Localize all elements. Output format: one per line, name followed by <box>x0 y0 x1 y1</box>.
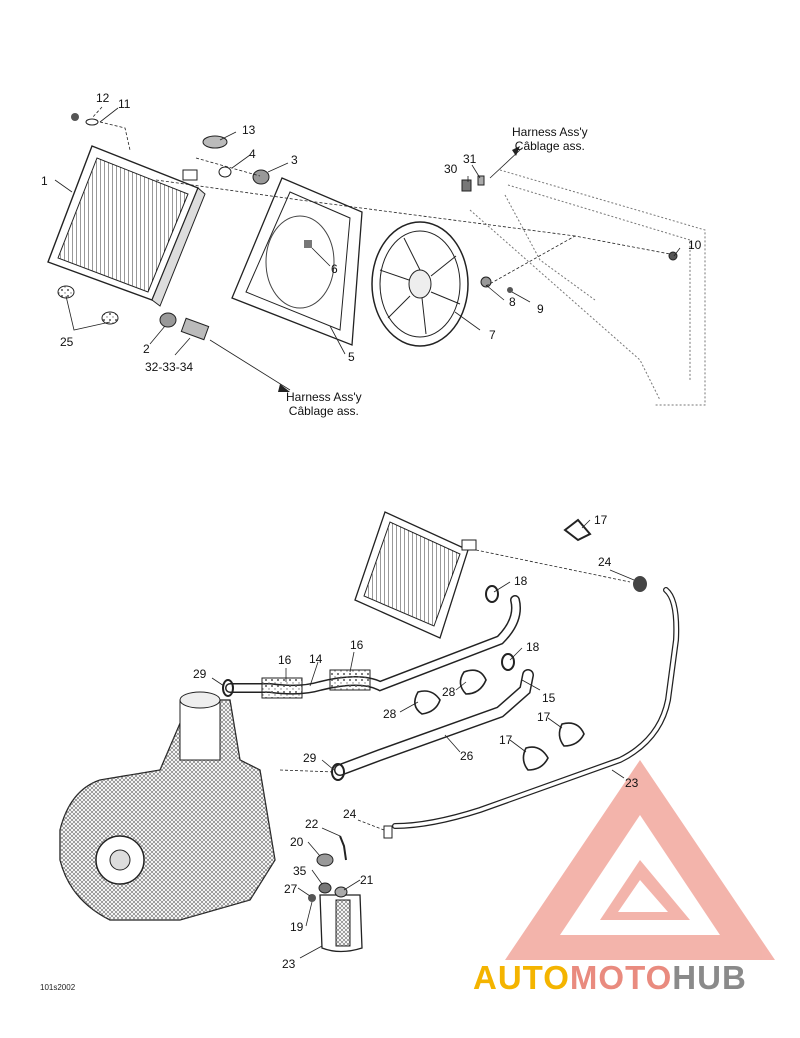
callout-11: 11 <box>118 97 131 111</box>
callout-13: 13 <box>242 123 256 137</box>
harness-note-top-fr: Câblage ass. <box>514 139 585 153</box>
harness-note-top: Harness Ass'y Câblage ass. <box>512 125 588 153</box>
watermark-hub: HUB <box>672 959 747 996</box>
callout-4: 4 <box>249 147 256 161</box>
clamp-24-top <box>633 576 647 592</box>
callout-10: 10 <box>688 238 702 252</box>
connector-30-31 <box>461 175 485 192</box>
callout-15: 15 <box>542 691 556 705</box>
callout-18-lower: 18 <box>526 640 540 654</box>
radiator <box>47 145 206 307</box>
harness-note-bottom-fr: Câblage ass. <box>288 404 359 418</box>
harness-note-bottom: Harness Ass'y Câblage ass. <box>286 390 362 418</box>
coolant-hoses <box>225 595 534 776</box>
callout-26: 26 <box>460 749 474 763</box>
callout-17-right: 17 <box>537 710 551 724</box>
sensor-2 <box>159 312 210 341</box>
callout-24-lower: 24 <box>343 807 357 821</box>
callout-16-right: 16 <box>350 638 364 652</box>
callout-28-right: 28 <box>442 685 456 699</box>
fastener-12-11 <box>71 113 99 126</box>
radiator-bottom <box>354 511 477 639</box>
harness-note-bottom-en: Harness Ass'y <box>286 390 362 404</box>
callout-27: 27 <box>284 882 298 896</box>
callout-30: 30 <box>444 162 458 176</box>
harness-arrows <box>278 146 520 392</box>
callout-29-lower: 29 <box>303 751 317 765</box>
callout-25: 25 <box>60 335 74 349</box>
gaskets-28-17 <box>414 669 585 771</box>
bushings-3-4 <box>218 166 270 185</box>
callout-23-tank: 23 <box>282 957 296 971</box>
callout-14: 14 <box>309 652 323 666</box>
callout-24-top: 24 <box>598 555 612 569</box>
drawing-code: 101s2002 <box>40 983 76 992</box>
callout-6: 6 <box>331 262 338 276</box>
callout-12: 12 <box>96 91 110 105</box>
callout-9: 9 <box>537 302 544 316</box>
clamps-18-29 <box>222 585 515 781</box>
bottom-leader-lines <box>211 519 635 959</box>
callout-2: 2 <box>143 342 150 356</box>
watermark-auto: AUTO <box>473 959 570 996</box>
fan-7 <box>371 221 469 347</box>
fan-shroud-5 <box>231 177 363 346</box>
callout-29-upper: 29 <box>193 667 207 681</box>
callout-32-33-34: 32-33-34 <box>145 360 194 374</box>
callout-19: 19 <box>290 920 304 934</box>
callout-22: 22 <box>305 817 319 831</box>
callout-1: 1 <box>41 174 48 188</box>
callout-16-left: 16 <box>278 653 292 667</box>
watermark-logo <box>505 760 775 960</box>
callout-8: 8 <box>509 295 516 309</box>
harness-note-top-en: Harness Ass'y <box>512 125 588 139</box>
callout-17-left: 17 <box>499 733 513 747</box>
callout-18-upper: 18 <box>514 574 528 588</box>
watermark-text: AUTOMOTOHUB <box>473 959 747 997</box>
top-leader-lines <box>54 106 681 391</box>
callout-7: 7 <box>489 328 496 342</box>
frame-section <box>469 169 706 406</box>
overflow-line-23 <box>392 587 680 829</box>
coolant-tank-19-23 <box>308 825 393 953</box>
callout-35: 35 <box>293 864 307 878</box>
callout-17-cap: 17 <box>594 513 608 527</box>
watermark-moto: MOTO <box>569 959 673 996</box>
callout-21: 21 <box>360 873 374 887</box>
callout-20: 20 <box>290 835 304 849</box>
grommets-25 <box>57 285 119 325</box>
overflow-cap-17 <box>563 518 592 542</box>
callout-5: 5 <box>348 350 355 364</box>
callout-31: 31 <box>463 152 477 166</box>
callout-3: 3 <box>291 153 298 167</box>
engine <box>59 691 276 921</box>
callout-23-line: 23 <box>625 776 639 790</box>
radiator-cap-13 <box>202 135 228 149</box>
callout-28-left: 28 <box>383 707 397 721</box>
